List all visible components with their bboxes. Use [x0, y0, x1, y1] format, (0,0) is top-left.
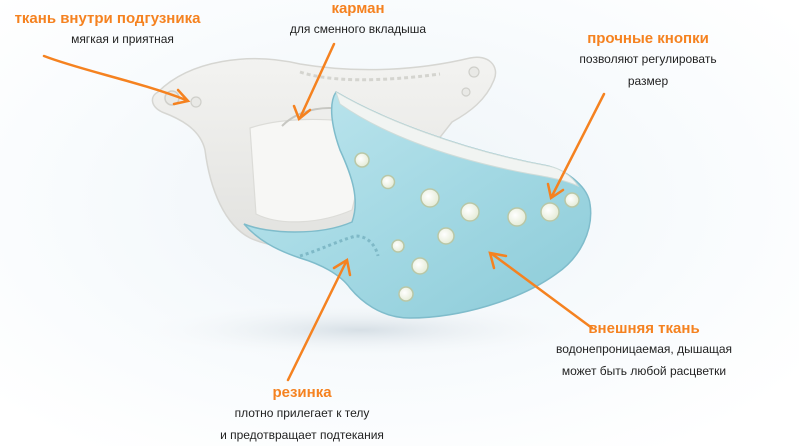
snap	[540, 202, 560, 222]
callout-title: внешняя ткань	[588, 320, 700, 337]
arrow-elastic-head	[332, 257, 352, 277]
callout-elastic: резинка плотно прилегает к телу и предот…	[192, 384, 412, 446]
arrow-snaps-head	[546, 182, 565, 201]
snap	[507, 207, 527, 227]
floor-shadow	[120, 300, 600, 360]
outer-lining-edge	[335, 90, 580, 188]
snap	[411, 257, 429, 275]
arrow-pocket	[298, 42, 336, 120]
arrow-outer-fabric-head	[488, 251, 508, 270]
callout-arrows	[42, 42, 606, 382]
callout-snaps: прочные кнопки позволяют регулировать ра…	[560, 30, 736, 92]
callout-text: и предотвращает подтекания	[220, 428, 384, 442]
arrow-snaps	[550, 92, 606, 198]
callout-text: для сменного вкладыша	[289, 22, 427, 36]
callout-text: размер	[627, 74, 669, 88]
wing-snap	[461, 87, 471, 97]
callout-title: карман	[331, 0, 385, 17]
callout-text: мягкая и приятная	[71, 32, 174, 46]
snap	[437, 227, 455, 245]
callout-text: может быть любой расцветки	[561, 364, 727, 378]
arrow-outer-fabric	[490, 252, 594, 330]
callout-title: ткань внутри подгузника	[14, 10, 201, 27]
arrow-inner-fabric	[42, 54, 188, 102]
wing-snap	[190, 96, 202, 108]
snap	[398, 286, 414, 302]
callout-outer-fabric: внешняя ткань водонепроницаемая, дышащая…	[532, 320, 756, 382]
back-elastic	[299, 70, 441, 82]
arrow-inner-fabric-head	[172, 88, 191, 106]
callout-title: прочные кнопки	[587, 30, 709, 47]
snap	[391, 239, 405, 253]
callout-text: водонепроницаемая, дышащая	[555, 342, 733, 356]
snap	[564, 192, 580, 208]
wing-snap	[468, 66, 480, 78]
arrow-elastic	[286, 260, 348, 382]
callout-text: плотно прилегает к телу	[234, 406, 370, 420]
callout-pocket: карман для сменного вкладыша	[268, 0, 448, 40]
leg-elastic	[299, 234, 380, 258]
snap	[354, 152, 370, 168]
snap-row	[354, 152, 580, 302]
callout-inner-fabric: ткань внутри подгузника мягкая и приятна…	[0, 10, 215, 50]
callout-text: позволяют регулировать	[579, 52, 717, 66]
arrow-pocket-head	[292, 104, 312, 122]
snap	[420, 188, 440, 208]
snap	[460, 202, 480, 222]
callout-title: резинка	[272, 384, 332, 401]
snap	[380, 174, 396, 190]
